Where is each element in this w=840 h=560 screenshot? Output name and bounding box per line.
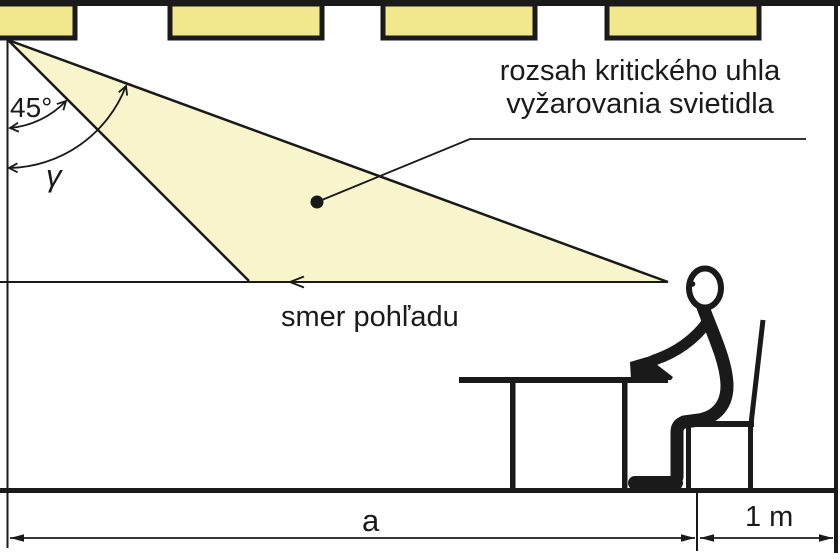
chair-seat bbox=[686, 421, 754, 427]
person-torso-leg bbox=[670, 300, 734, 484]
table-top bbox=[459, 377, 668, 383]
label-leader-line bbox=[316, 138, 806, 203]
critical-angle-label-line2: vyžarovania svietidla bbox=[506, 87, 774, 120]
person-head bbox=[686, 265, 724, 311]
gamma-angle-label: γ bbox=[46, 158, 62, 193]
critical-angle-label-line1: rozsah kritického uhla bbox=[499, 55, 781, 87]
chair-leg-front bbox=[686, 427, 691, 489]
gamma-angle-arc bbox=[7, 84, 129, 174]
luminaire-4 bbox=[604, 1, 762, 41]
beam-edge-45deg bbox=[7, 39, 250, 282]
luminaire-2 bbox=[167, 1, 325, 41]
critical-angle-label: rozsah kritického uhla vyžarovania sviet… bbox=[455, 55, 825, 121]
luminaire-3 bbox=[380, 1, 538, 41]
dimension-1m-label: 1 m bbox=[745, 501, 794, 533]
chair-leg-back bbox=[748, 427, 753, 489]
luminaire-1 bbox=[0, 1, 78, 41]
seated-person bbox=[628, 265, 734, 490]
label-anchor-dot bbox=[310, 195, 324, 209]
dimension-a-label: a bbox=[362, 503, 380, 538]
table-leg-right bbox=[622, 383, 628, 489]
chair-back bbox=[748, 319, 766, 425]
person-eye bbox=[689, 281, 696, 287]
table-leg-left bbox=[510, 383, 516, 489]
view-direction-label: smer pohľadu bbox=[281, 301, 459, 333]
view-direction-arrow-icon bbox=[289, 275, 305, 289]
angle-45-label: 45° bbox=[10, 92, 53, 123]
beam-edge-critical bbox=[7, 38, 669, 284]
person-hand bbox=[630, 357, 673, 380]
